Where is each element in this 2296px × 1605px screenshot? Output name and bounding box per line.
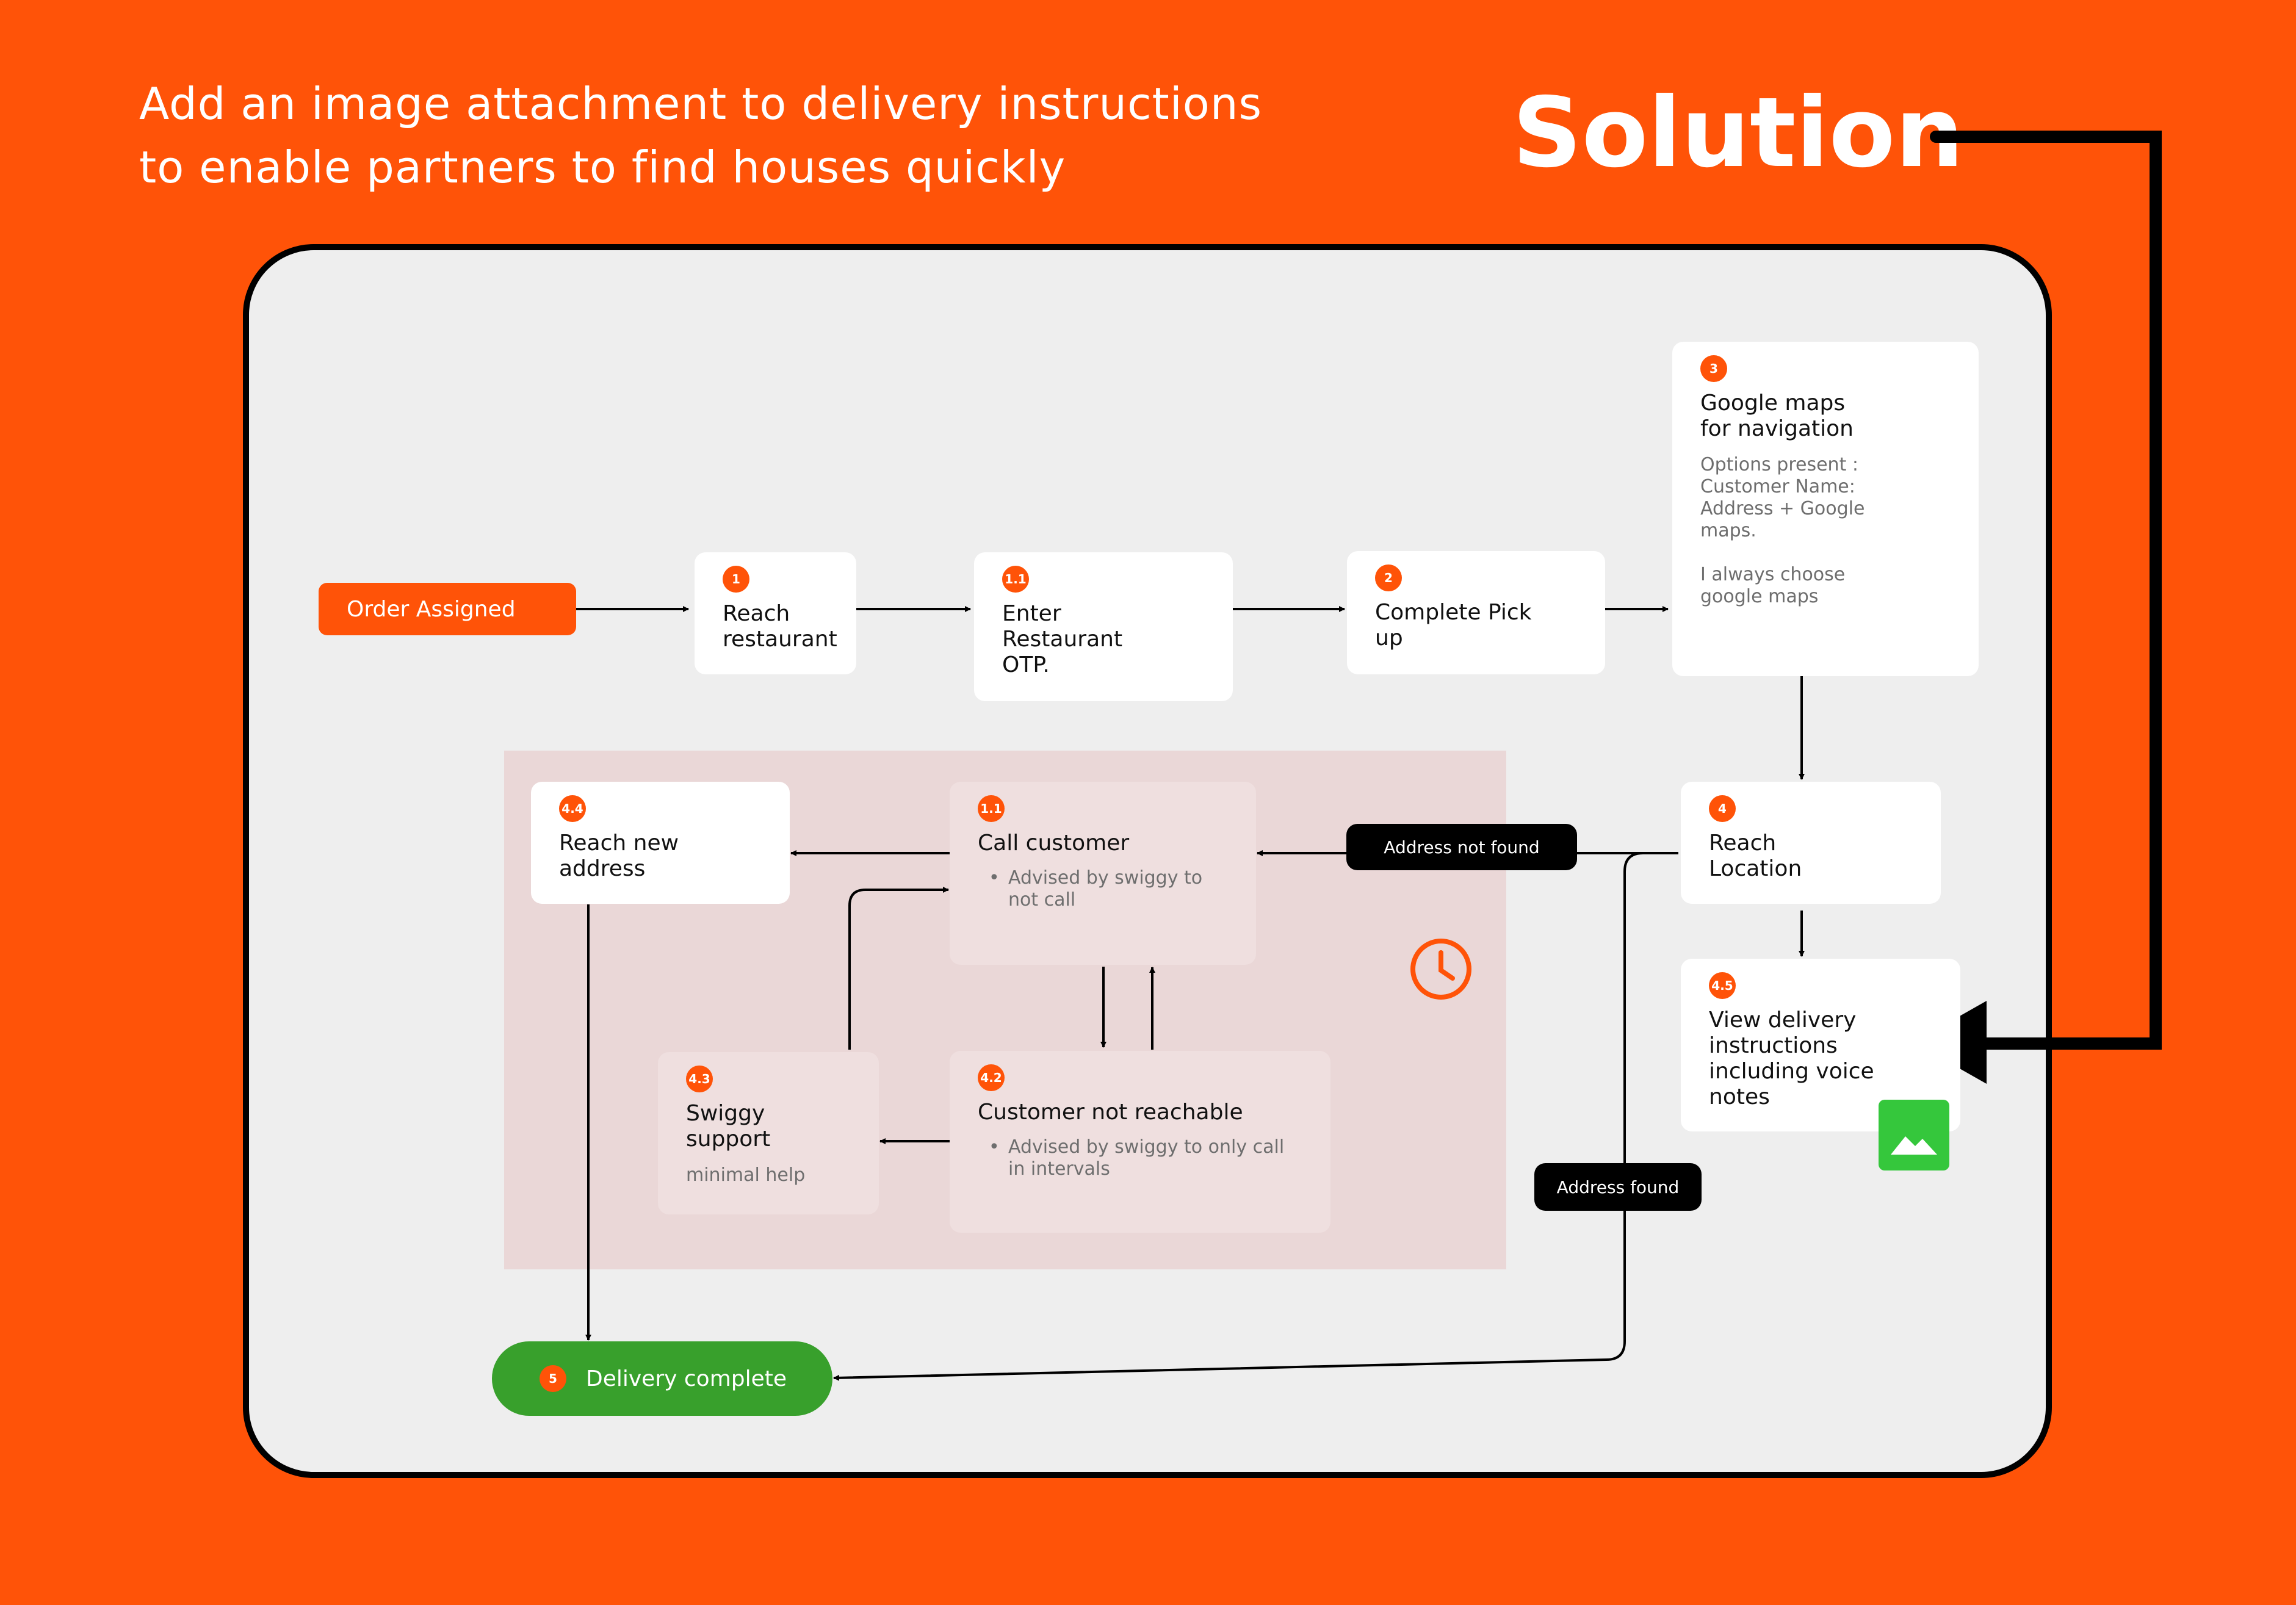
step-description: minimal help: [686, 1164, 806, 1186]
step-badge: 1: [723, 566, 749, 593]
step-badge: 2: [1375, 564, 1402, 591]
step-badge: 4.4: [559, 795, 586, 822]
start-order-assigned: Order Assigned: [319, 583, 576, 635]
edge-label-text: Address not found: [1384, 837, 1540, 857]
step-title: Complete Pick up: [1375, 600, 1532, 651]
start-label: Order Assigned: [347, 596, 516, 622]
step-title: Swiggy support: [686, 1101, 771, 1152]
step-swiggy-support: 4.3 Swiggy support minimal help: [658, 1052, 879, 1214]
page-title: Solution: [1512, 77, 1964, 189]
subtitle-line-2: to enable partners to find houses quickl…: [139, 142, 1066, 193]
step-title: Reach Location: [1709, 831, 1802, 881]
clock-icon: [1410, 939, 1471, 1000]
step-title: Reach new address: [559, 831, 679, 881]
step-view-instructions: 4.5 View delivery instructions including…: [1681, 959, 1960, 1131]
arrow-support-to-call: [848, 887, 949, 1050]
solution-pointer-line: [1930, 131, 2162, 1050]
step-reach-new-address: 4.4 Reach new address: [531, 782, 790, 904]
step-description: Options present : Customer Name: Address…: [1700, 454, 1865, 607]
step-complete-pickup: 2 Complete Pick up: [1347, 551, 1605, 674]
step-note: Advised by swiggy to only call in interv…: [978, 1136, 1302, 1180]
step-title: Reach restaurant: [723, 601, 837, 652]
subtitle-line-1: Add an image attachment to delivery inst…: [139, 78, 1262, 129]
step-title: Customer not reachable: [978, 1100, 1243, 1125]
arrow-address-found-to-complete: [833, 852, 1678, 1381]
step-badge: 4.3: [686, 1066, 713, 1092]
step-title: Enter Restaurant OTP.: [1002, 601, 1123, 677]
edge-label-address-not-found: Address not found: [1346, 824, 1577, 870]
end-badge: 5: [540, 1365, 566, 1392]
step-reach-location: 4 Reach Location: [1681, 782, 1941, 904]
step-badge: 3: [1700, 355, 1727, 382]
step-title: Call customer: [978, 831, 1130, 856]
step-customer-not-reachable: 4.2 Customer not reachable Advised by sw…: [950, 1051, 1330, 1233]
step-badge: 4.2: [978, 1064, 1005, 1091]
step-title: Google maps for navigation: [1700, 391, 1854, 441]
edge-label-text: Address found: [1556, 1177, 1680, 1197]
header-subtitle: Add an image attachment to delivery inst…: [139, 72, 1360, 199]
step-badge: 1.1: [978, 795, 1005, 822]
step-reach-restaurant: 1 Reach restaurant: [695, 552, 856, 674]
step-enter-otp: 1.1 Enter Restaurant OTP.: [974, 552, 1233, 701]
step-call-customer: 1.1 Call customer Advised by swiggy to n…: [950, 782, 1256, 965]
step-badge: 1.1: [1002, 566, 1029, 593]
step-badge: 4: [1709, 795, 1736, 822]
image-icon: [1879, 1100, 1949, 1170]
step-badge: 4.5: [1709, 972, 1736, 999]
edge-label-address-found: Address found: [1534, 1163, 1702, 1211]
end-label: Delivery complete: [586, 1366, 787, 1391]
step-note: Advised by swiggy to not call: [978, 867, 1228, 911]
step-google-maps: 3 Google maps for navigation Options pre…: [1672, 342, 1979, 676]
step-title: View delivery instructions including voi…: [1709, 1008, 1874, 1109]
end-delivery-complete: 5 Delivery complete: [492, 1341, 832, 1416]
